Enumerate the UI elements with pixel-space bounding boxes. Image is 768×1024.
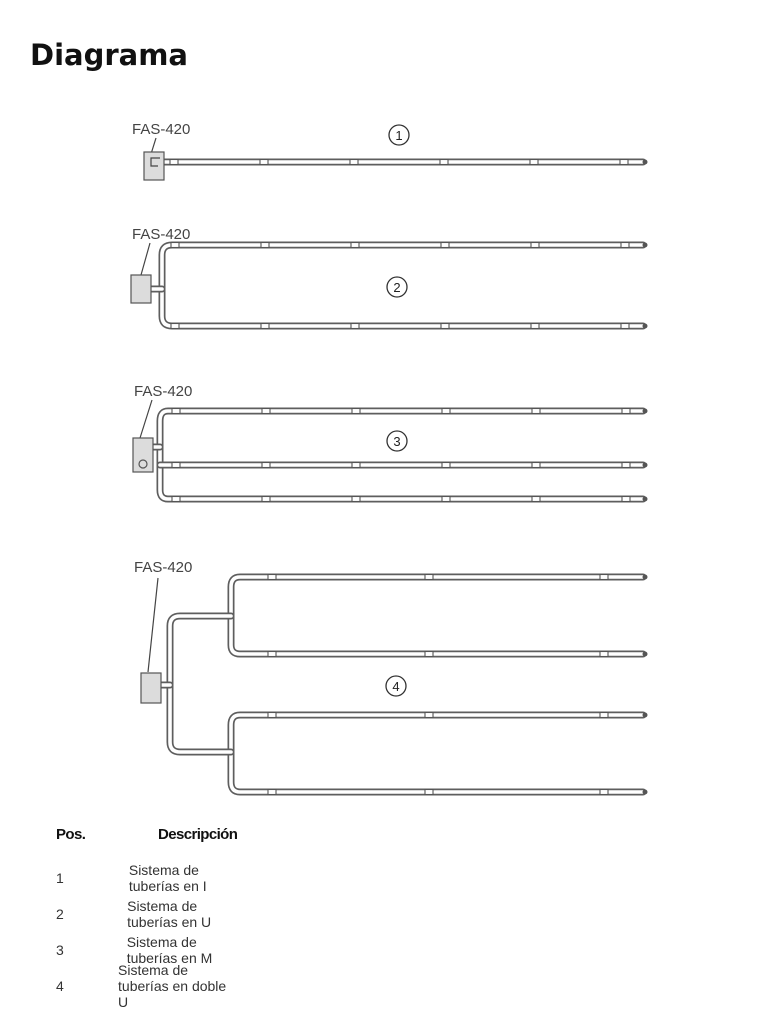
system-4-double-u-pipe: FAS-420 4 bbox=[134, 559, 648, 796]
pipe-lower-u-4 bbox=[227, 711, 647, 796]
sampling-holes-4 bbox=[267, 573, 609, 796]
legend-header-desc: Descripción bbox=[158, 826, 238, 843]
system-number-4: 4 bbox=[392, 679, 399, 694]
sampling-holes-3 bbox=[171, 407, 631, 503]
legend-row-desc: Sistema de tuberías en U bbox=[127, 898, 212, 930]
system-number-badge-2 bbox=[386, 276, 408, 298]
system-number-badge-3 bbox=[386, 430, 408, 452]
device-port-1 bbox=[150, 157, 160, 167]
fas-420-device-4 bbox=[140, 672, 162, 704]
pipe-upper-u-4 bbox=[227, 573, 647, 658]
legend-row-desc: Sistema de tuberías en I bbox=[128, 862, 207, 894]
device-leader-2 bbox=[140, 242, 151, 276]
device-label-4: FAS-420 bbox=[134, 559, 192, 576]
legend-row-pos: 1 bbox=[56, 870, 64, 886]
system-number-badge-1 bbox=[388, 124, 410, 146]
device-leader-4 bbox=[147, 577, 159, 673]
system-number-badge-4 bbox=[385, 675, 407, 697]
page-title: Diagrama bbox=[30, 38, 188, 72]
device-label-2: FAS-420 bbox=[132, 226, 190, 243]
legend-row-desc: Sistema de tuberías en M bbox=[126, 934, 213, 966]
system-3-m-pipe: FAS-420 bbox=[132, 383, 648, 503]
fas-420-device-2 bbox=[130, 274, 152, 304]
legend-row: 1 Sistema de tuberías en I bbox=[56, 860, 237, 896]
system-number-2: 2 bbox=[393, 280, 400, 295]
system-1-i-pipe: FAS-420 1 bbox=[132, 121, 648, 181]
sampling-holes-1 bbox=[169, 158, 629, 166]
device-leader-3 bbox=[139, 399, 153, 439]
sampling-holes-2 bbox=[170, 241, 630, 330]
device-label-1: FAS-420 bbox=[132, 121, 190, 138]
system-number-3: 3 bbox=[393, 434, 400, 449]
fas-420-device-3 bbox=[132, 437, 154, 473]
pipe-m-3 bbox=[156, 407, 647, 503]
system-number-1: 1 bbox=[395, 128, 402, 143]
pipe-trunk-4 bbox=[166, 612, 235, 756]
device-leader-1 bbox=[150, 137, 157, 155]
legend-row-pos: 2 bbox=[56, 906, 64, 922]
system-2-u-pipe: FAS-420 2 bbox=[130, 226, 648, 330]
legend-row-pos: 4 bbox=[56, 978, 64, 994]
legend-rows: 1 Sistema de tuberías en I 2 Sistema de … bbox=[56, 860, 237, 1010]
device-label-3: FAS-420 bbox=[134, 383, 192, 400]
legend-row: 4 Sistema de tuberías en doble U bbox=[56, 962, 237, 1010]
legend-header: Pos. Descripción bbox=[56, 826, 238, 850]
legend-row-pos: 3 bbox=[56, 942, 64, 958]
legend-header-pos: Pos. bbox=[56, 826, 86, 843]
legend-row: 3 Sistema de tuberías en M bbox=[56, 932, 237, 968]
legend-row-desc: Sistema de tuberías en doble U bbox=[118, 962, 227, 1010]
legend-row: 2 Sistema de tuberías en U bbox=[56, 896, 237, 932]
legend-table: Pos. Descripción 1 Sistema de tuberías e… bbox=[56, 826, 238, 1010]
